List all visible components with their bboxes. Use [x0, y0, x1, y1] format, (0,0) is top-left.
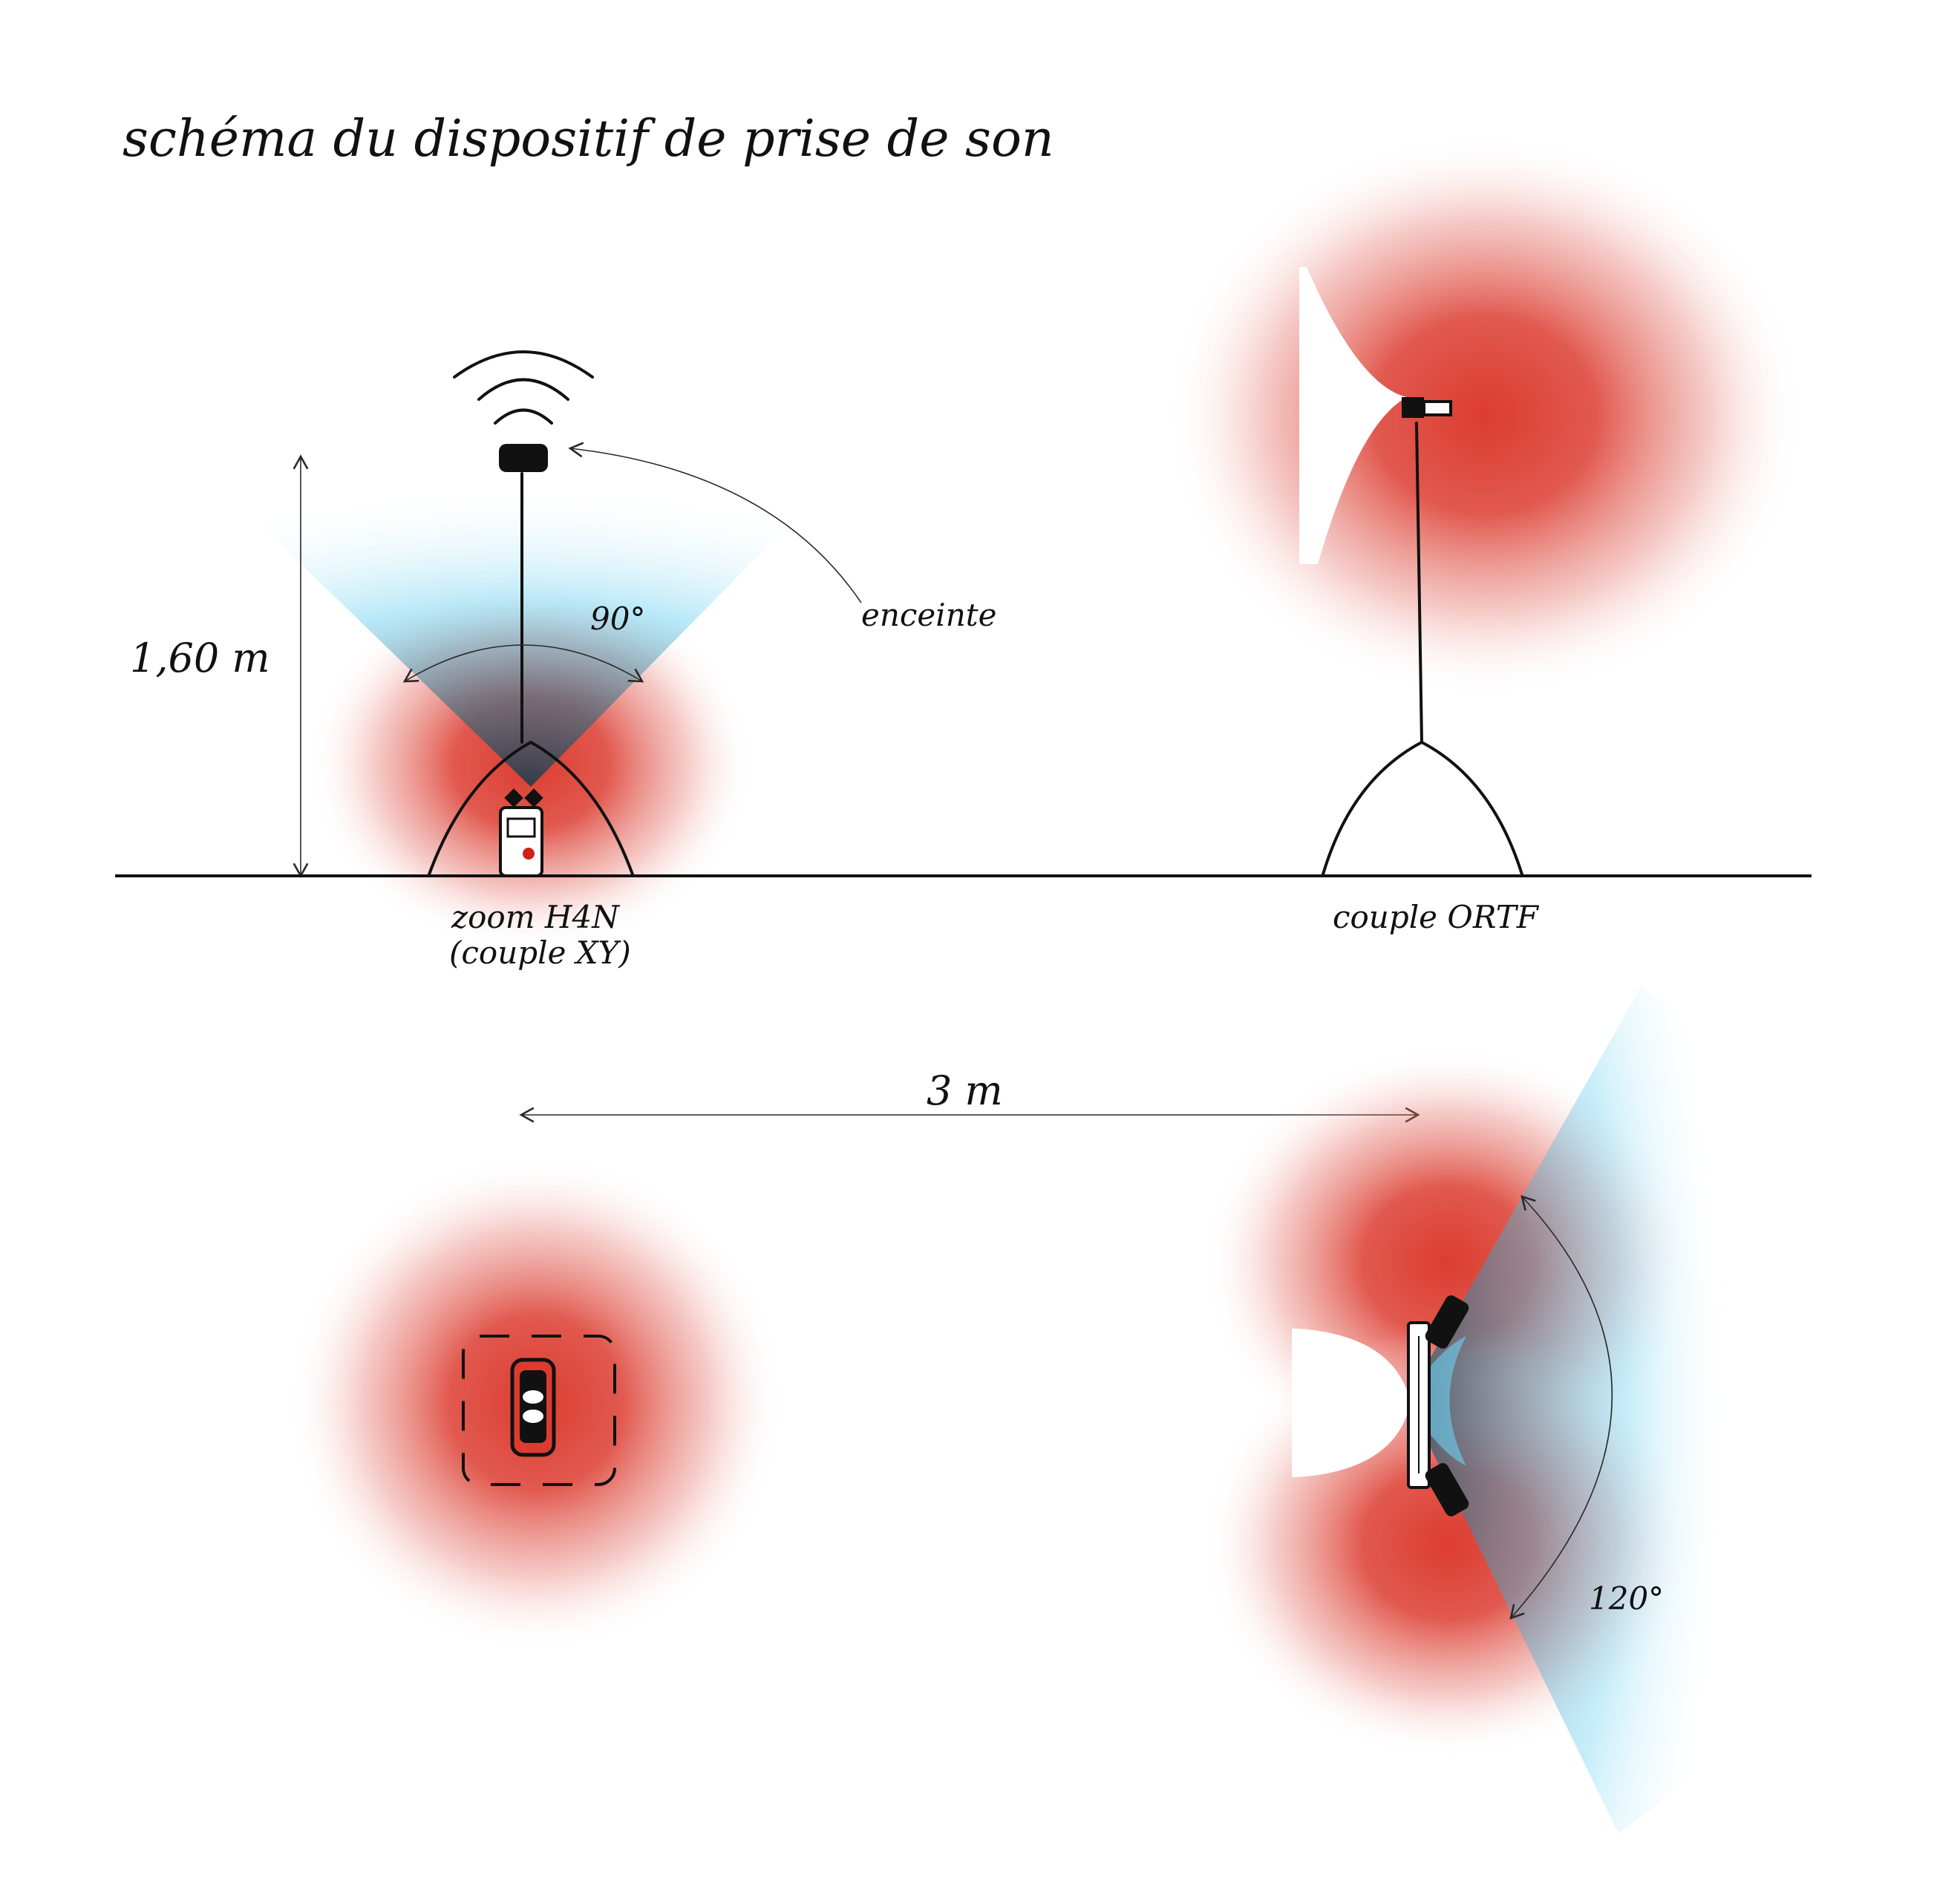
xy-top-recorder-inner [520, 1370, 546, 1443]
xy-top-outline [462, 1335, 616, 1486]
ortf-top-mic-lower [1425, 1463, 1469, 1516]
diagram-title: schéma du dispositif de prise de son [122, 110, 1054, 168]
ortf-side-notch [1299, 267, 1407, 564]
xy-top-mic-right [523, 1410, 543, 1423]
speaker-pointer-arrow [568, 442, 862, 603]
xy-angle-arc [402, 644, 644, 683]
ortf-listening-fan [1407, 987, 1722, 1833]
xy-label-line2: (couple XY) [449, 935, 631, 971]
xy-top-setup [287, 1154, 785, 1652]
distance-label: 3 m [927, 1067, 1003, 1114]
xy-tripod [428, 741, 634, 876]
xy-side-setup: 1,60 m 90° enceinte zoom H4N (couple XY) [130, 350, 997, 971]
recorder-record-dot [523, 848, 535, 860]
speaker-waves-icon [453, 350, 594, 425]
xy-top-mic-left [523, 1390, 543, 1404]
ortf-angle-label: 120° [1589, 1580, 1664, 1617]
ortf-top-notch [1292, 1329, 1411, 1477]
height-label: 1,60 m [130, 635, 270, 681]
xy-angle-label: 90° [590, 600, 645, 637]
ortf-inner-glow [1407, 1336, 1466, 1466]
ortf-mic-head [1422, 400, 1452, 416]
speaker-label: enceinte [861, 597, 997, 633]
xy-label-line1: zoom H4N [451, 899, 620, 935]
recorder-screen [506, 817, 536, 838]
ortf-top-mic-upper [1425, 1295, 1469, 1349]
ortf-pole [1415, 422, 1423, 744]
ortf-top-setup: 120° [1203, 987, 1722, 1833]
ortf-side-setup: couple ORTF [1166, 134, 1804, 935]
speaker [499, 444, 548, 472]
ortf-tripod [1322, 741, 1523, 876]
ortf-side-pickup-glow [1166, 134, 1804, 698]
ortf-label: couple ORTF [1333, 899, 1540, 935]
ortf-angle-arc [1509, 1195, 1613, 1620]
ortf-mic-body [1402, 397, 1424, 418]
